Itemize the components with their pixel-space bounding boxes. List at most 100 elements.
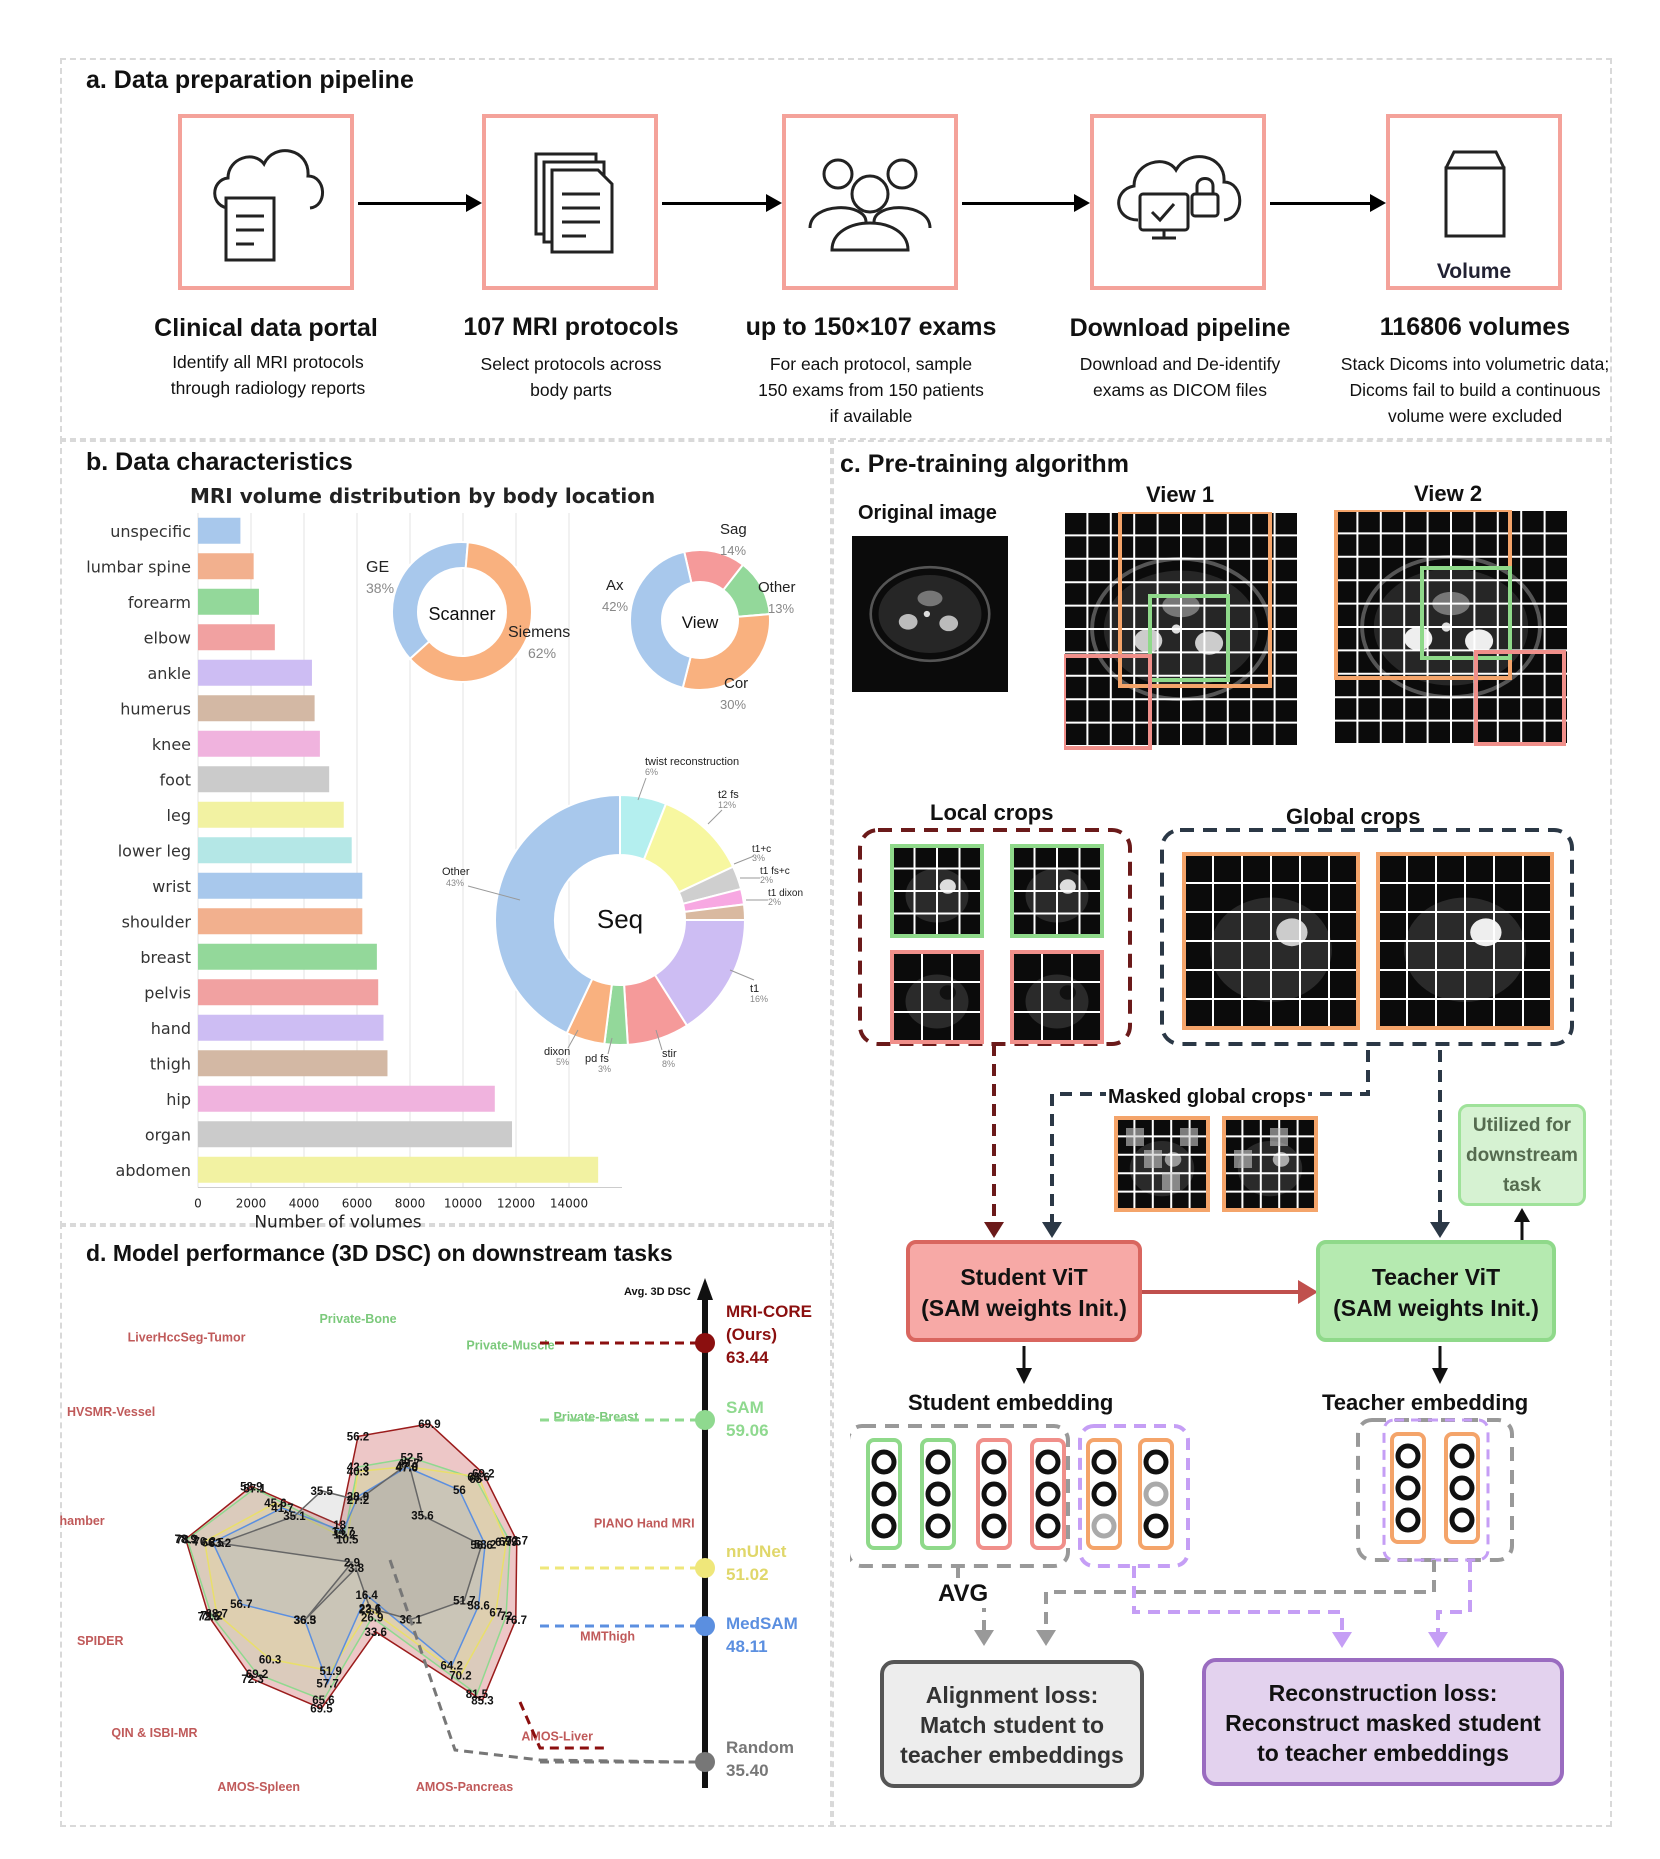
y-tick-label: unspecific: [110, 522, 191, 541]
model-label-mri-core: MRI-CORE(Ours)63.44: [726, 1300, 812, 1369]
bar-hip: [198, 1085, 495, 1112]
y-tick-label: abdomen: [116, 1161, 191, 1180]
leader-line: [607, 1037, 613, 1055]
panel-b-title: b. Data characteristics: [86, 448, 353, 476]
masked-crop-2-border: [1222, 1116, 1318, 1212]
bar-wrist: [198, 872, 363, 899]
step-desc-5: Stack Dicoms into volumetric data; Dicom…: [1300, 351, 1650, 429]
masked-patch: [1234, 1150, 1252, 1168]
radar-value-label: 64.2: [440, 1661, 462, 1673]
radar-value-label: 14.7: [332, 1526, 354, 1538]
people-icon: [808, 158, 932, 252]
view1-kidney-right: [1195, 631, 1224, 655]
radar-value-label: 57.7: [316, 1678, 338, 1690]
radar-value-label: 69.6: [499, 1537, 521, 1549]
model-score: 48.11: [726, 1637, 768, 1656]
slice-label: Ax: [606, 577, 624, 594]
radar-axis-label: HVSMR-Chamber: [60, 1514, 105, 1528]
y-tick-label: hip: [166, 1090, 191, 1109]
radar-axis-label: AMOS-Spleen: [217, 1780, 300, 1794]
radar-value-label: 45.6: [264, 1498, 286, 1510]
original-kidney-right: [939, 615, 959, 632]
global-crop-1-border: [1182, 852, 1360, 1030]
bar-breast: [198, 943, 377, 970]
slice-label: Siemens: [508, 624, 570, 641]
pipeline-arrowhead-2: [766, 194, 782, 212]
radar-value-label: 13.2: [333, 1529, 355, 1541]
radar-axis-label: MMThigh: [580, 1629, 635, 1643]
original-body: [878, 575, 982, 653]
view1-grid-image: [1064, 512, 1299, 750]
documents-icon: [534, 152, 614, 254]
panel-d-title: d. Model performance (3D DSC) on downstr…: [86, 1240, 673, 1266]
x-tick-label: 14000: [550, 1197, 588, 1211]
view2-local-crop-box-2: [1474, 650, 1566, 746]
bar-knee: [198, 730, 320, 757]
slice-pct-label: 14%: [720, 543, 746, 558]
step-desc-5-line3: volume were excluded: [1387, 406, 1563, 426]
y-tick-label: forearm: [128, 593, 191, 612]
alignment-line3: teacher embeddings: [900, 1742, 1124, 1768]
radar-value-label: 41.7: [271, 1503, 293, 1515]
radar-value-label: 65: [469, 1474, 482, 1486]
student-token-4-unit: [1035, 1449, 1061, 1475]
radar-value-label: 36.3: [294, 1615, 316, 1627]
student-token-4-unit: [1035, 1513, 1061, 1539]
model-name: Random: [726, 1738, 794, 1757]
student-token-5-unit: [1091, 1513, 1117, 1539]
radar-axis-label: AMOS-Liver: [521, 1729, 593, 1743]
teacher-to-align-arrowhead: [1036, 1630, 1056, 1646]
radar-value-label: 3.8: [348, 1563, 365, 1575]
slice-label: t2 fs: [718, 789, 739, 801]
slice-label: t1+c: [752, 844, 771, 855]
step-desc-3-line3: if available: [829, 406, 913, 426]
slice-label: dixon: [544, 1046, 570, 1058]
panel-b-border: [60, 438, 834, 1227]
radar-value-label: 56: [453, 1485, 466, 1497]
teacher-token-2-unit: [1449, 1507, 1475, 1533]
radar-value-label: 27.2: [347, 1495, 369, 1507]
student-to-recon-arrowhead: [1332, 1632, 1352, 1648]
donut-center-label: Scanner: [428, 604, 495, 624]
local-crop-2-border: [1010, 844, 1104, 938]
slice-pct-label: 38%: [366, 580, 394, 596]
radar-value-label: 40.3: [347, 1466, 369, 1478]
radar-value-label: 70.2: [193, 1536, 215, 1548]
teacher-to-recon-arrowhead: [1428, 1632, 1448, 1648]
bar-leg: [198, 801, 344, 828]
y-tick-label: hand: [151, 1019, 191, 1038]
view2-local-crop-box: [1420, 566, 1512, 660]
y-tick-label: lower leg: [118, 841, 191, 860]
step-title-3: up to 150×107 exams: [745, 313, 997, 341]
teacher-token-1-unit: [1395, 1475, 1421, 1501]
student-token-2-unit: [925, 1481, 951, 1507]
radar-value-label: 67: [489, 1607, 502, 1619]
leader-line: [637, 777, 647, 801]
radar-value-label: 72: [500, 1611, 513, 1623]
slice-Other: [494, 793, 621, 1035]
teacher-vit-line2: (SAM weights Init.): [1333, 1295, 1539, 1321]
student-token-2-unit: [925, 1513, 951, 1539]
step-box-1: [178, 114, 354, 290]
original-kidney-left: [898, 614, 918, 630]
student-token-6-unit: [1143, 1481, 1169, 1507]
leader-line: [733, 855, 755, 865]
box-icon: [1444, 150, 1506, 238]
radar-value-label: 69.9: [418, 1419, 440, 1431]
model-name: SAM: [726, 1398, 764, 1417]
view2-kidney-left: [1404, 627, 1433, 651]
radar-value-label: 69.2: [246, 1669, 268, 1681]
radar-value-label: 22.6: [359, 1603, 381, 1615]
panel-d-border: [60, 1223, 834, 1827]
student-token-3-unit: [981, 1513, 1007, 1539]
student-token-6-unit: [1143, 1513, 1169, 1539]
radar-value-label: 10.5: [336, 1535, 359, 1547]
student-token-5-unit: [1091, 1481, 1117, 1507]
step-desc-2-line2: body parts: [530, 380, 612, 400]
radar-value-label: 63.2: [209, 1538, 231, 1550]
step-desc-3: For each protocol, sample 150 exams from…: [706, 351, 1036, 429]
local-crops-label: Local crops: [930, 800, 1054, 825]
avg-dsc-markers: [540, 1333, 715, 1772]
